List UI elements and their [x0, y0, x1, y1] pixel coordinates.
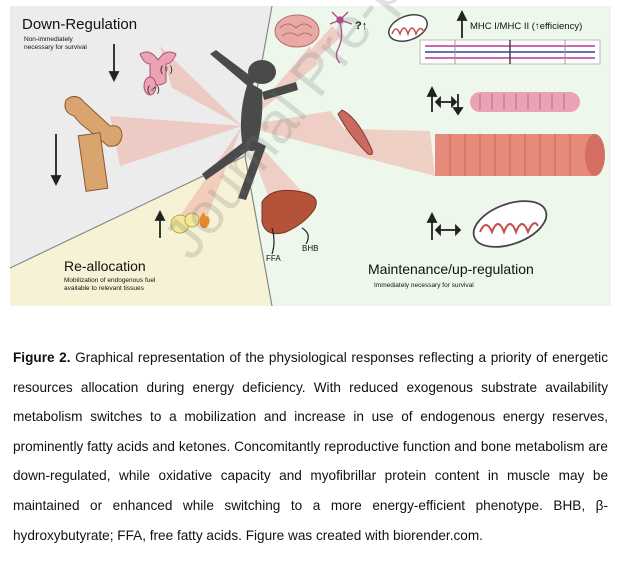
reallocation-subtitle-line2: available to relevant tissues [64, 285, 144, 292]
mitochondrion-large-icon [472, 200, 548, 248]
bhb-label: BHB [302, 244, 319, 253]
myofibril-diagram [419, 39, 601, 65]
flame-icon [199, 212, 210, 228]
fat-droplet-icon [170, 212, 200, 234]
down-regulation-subtitle-line1: Non-immediately [24, 36, 73, 43]
mhc-ratio-label: MHC I/MHC II (↑efficiency) [470, 21, 583, 32]
runner-silhouette-icon [202, 50, 298, 200]
caption-text: Graphical representation of the physiolo… [13, 350, 608, 543]
muscle-fibers-icon [470, 92, 580, 112]
graphical-figure: Down-Regulation Non-immediately necessar… [9, 5, 611, 307]
reallocation-subtitle-line1: Mobilization of endogenous fuel [64, 277, 156, 284]
ffa-label: FFA [266, 254, 281, 263]
figure-caption: Figure 2. Graphical representation of th… [13, 343, 608, 550]
down-regulation-subtitle-line2: necessary for survival [24, 44, 87, 51]
bone-icon [64, 96, 123, 192]
male-symbol-label: (♂) [147, 84, 160, 94]
light-beams [110, 26, 435, 220]
reallocation-title: Re-allocation [64, 258, 146, 274]
down-regulation-title: Down-Regulation [22, 16, 138, 33]
question-up-label: ?↑ [355, 20, 368, 32]
testis-icon [143, 76, 157, 96]
maintenance-subtitle: Immediately necessary for survival [374, 282, 474, 289]
female-symbol-label: (♀) [160, 64, 173, 74]
brain-icon [274, 14, 320, 48]
muscle-cylinder-icon [435, 134, 605, 176]
uterus-icon [139, 51, 177, 86]
neuron-icon [329, 11, 353, 64]
maintenance-title: Maintenance/up-regulation [368, 261, 534, 277]
figure-illustration [9, 5, 611, 307]
mitochondrion-icon [388, 14, 428, 42]
arrows [50, 9, 468, 240]
skeletal-muscle-icon [337, 109, 373, 155]
caption-label: Figure 2. [13, 350, 71, 365]
